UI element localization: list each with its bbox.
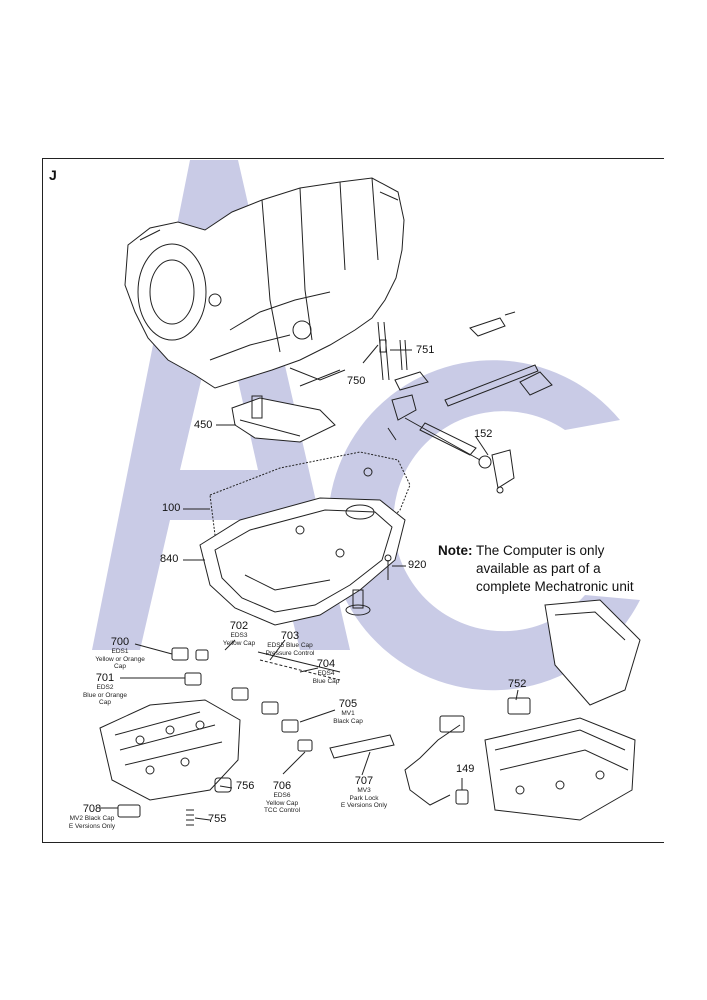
callout-100: 100 <box>162 502 181 514</box>
callout-706: 706 EDS6 Yellow Cap TCC Control <box>258 780 306 815</box>
callout-920: 920 <box>408 559 427 571</box>
callout-704: 704 EDS4 Blue Cap <box>306 658 346 685</box>
callout-755: 755 <box>208 813 227 825</box>
transmission-housing <box>124 177 405 389</box>
frame-left-border <box>42 158 43 842</box>
callout-703-number: 703 <box>280 630 300 642</box>
note-box: Note: The Computer is only available as … <box>438 542 634 596</box>
mechatronic-unit <box>484 599 641 821</box>
callout-756: 756 <box>236 780 255 792</box>
frame-bottom-border <box>42 842 664 843</box>
callout-700: 700 EDS1 Yellow or Orange Cap <box>80 636 160 671</box>
callout-706-line-1: EDS6 <box>273 792 291 799</box>
frame-top-border <box>42 158 664 159</box>
callout-707-line-3: E Versions Only <box>340 802 388 809</box>
callout-707-line-2: Park Lock <box>349 794 379 802</box>
callout-700-line-2: Yellow or Orange <box>95 655 145 663</box>
drain-plug <box>345 554 392 616</box>
callout-701-line-1: EDS2 <box>96 684 114 691</box>
callout-450: 450 <box>194 419 213 431</box>
callout-700-number: 700 <box>110 636 130 648</box>
callout-704-line-2: Blue Cap <box>312 677 340 685</box>
callout-708-number: 708 <box>82 803 102 815</box>
callout-708: 708 MV2 Black Cap E Versions Only <box>64 803 120 830</box>
callout-703: 703 EDS5 Blue Cap Pressure Control <box>258 630 322 657</box>
callout-702: 702 EDS3 Yellow Cap <box>214 620 264 647</box>
callout-840: 840 <box>160 553 179 565</box>
callout-702-line-2: Yellow Cap <box>222 639 256 647</box>
callout-701: 701 EDS2 Blue or Orange Cap <box>70 672 140 707</box>
note-line-2: available as part of a <box>476 561 601 576</box>
callout-704-line-1: EDS4 <box>317 670 335 677</box>
callout-706-line-3: TCC Control <box>263 807 301 814</box>
oil-filter <box>231 395 336 443</box>
callout-750: 750 <box>347 375 366 387</box>
line-art <box>99 177 641 826</box>
section-letter: J <box>49 167 57 183</box>
callout-701-number: 701 <box>95 672 115 684</box>
callout-705-line-1: MV1 <box>341 710 355 717</box>
callout-705: 705 MV1 Black Cap <box>328 698 368 725</box>
callout-708-line-2: E Versions Only <box>68 822 116 830</box>
callout-703-line-1: EDS5 Blue Cap <box>267 642 313 649</box>
callout-149: 149 <box>456 763 475 775</box>
callout-752: 752 <box>508 678 527 690</box>
note-line-1: The Computer is only <box>476 543 605 558</box>
callout-701-line-3: Cap <box>99 699 111 706</box>
callout-707-number: 707 <box>354 775 374 787</box>
callout-706-line-2: Yellow Cap <box>265 799 299 807</box>
callout-700-line-3: Cap <box>114 663 126 670</box>
note-label: Note: <box>438 543 473 558</box>
callout-706-number: 706 <box>272 780 292 792</box>
solenoids <box>117 647 395 818</box>
valve-body <box>99 699 241 801</box>
callout-751: 751 <box>416 344 435 356</box>
leader-lines <box>100 344 519 821</box>
callout-700-line-1: EDS1 <box>111 648 129 655</box>
callout-702-line-1: EDS3 <box>230 632 248 639</box>
callout-702-number: 702 <box>229 620 249 632</box>
callout-703-line-2: Pressure Control <box>265 649 315 657</box>
callout-707: 707 MV3 Park Lock E Versions Only <box>334 775 394 810</box>
watermark-letter-c <box>327 360 640 691</box>
shift-linkage <box>299 311 553 494</box>
oil-pan <box>199 497 406 626</box>
callout-707-line-1: MV3 <box>357 787 371 794</box>
wiring-harness <box>404 724 461 806</box>
callout-708-line-1: MV2 Black Cap <box>69 815 115 822</box>
callout-705-line-2: Black Cap <box>333 717 363 725</box>
callout-705-number: 705 <box>338 698 358 710</box>
callout-701-line-2: Blue or Orange <box>82 691 128 699</box>
callout-704-number: 704 <box>316 658 336 670</box>
note-line-3: complete Mechatronic unit <box>476 579 634 594</box>
callout-152: 152 <box>474 428 493 440</box>
